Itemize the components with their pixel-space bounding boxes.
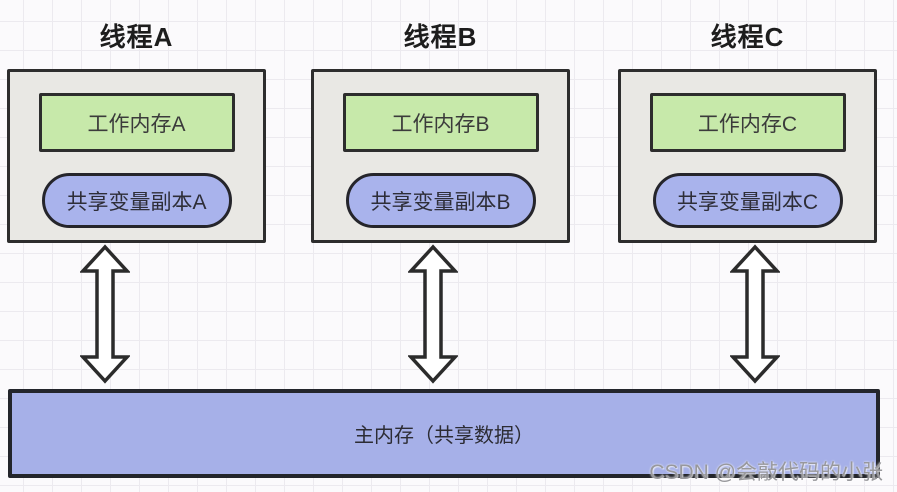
thread-a-title: 线程A: [99, 22, 174, 52]
thread-b-box: 工作内存B 共享变量副本B: [311, 69, 570, 243]
thread-b-group: 线程B 工作内存B 共享变量副本B: [311, 20, 570, 243]
shared-copy-a: 共享变量副本A: [41, 173, 232, 228]
main-memory-label: 主内存（共享数据）: [354, 425, 534, 447]
csdn-watermark: CSDN @会敲代码的小张: [649, 461, 883, 484]
double-arrow-b-icon: [408, 244, 458, 384]
thread-c-box: 工作内存C 共享变量副本C: [618, 69, 877, 243]
working-memory-c: 工作内存C: [649, 93, 846, 152]
double-arrow-a-icon: [80, 244, 130, 384]
thread-b-title: 线程B: [403, 22, 478, 52]
shared-copy-b: 共享变量副本B: [345, 173, 536, 228]
thread-c-group: 线程C 工作内存C 共享变量副本C: [618, 20, 877, 243]
thread-a-group: 线程A 工作内存A 共享变量副本A: [7, 20, 266, 243]
shared-copy-c: 共享变量副本C: [652, 173, 843, 228]
thread-a-box: 工作内存A 共享变量副本A: [7, 69, 266, 243]
double-arrow-c-icon: [730, 244, 780, 384]
working-memory-a: 工作内存A: [38, 93, 235, 152]
main-memory-bar: 主内存（共享数据）: [8, 389, 880, 478]
working-memory-b: 工作内存B: [342, 93, 539, 152]
thread-c-title: 线程C: [710, 22, 785, 52]
